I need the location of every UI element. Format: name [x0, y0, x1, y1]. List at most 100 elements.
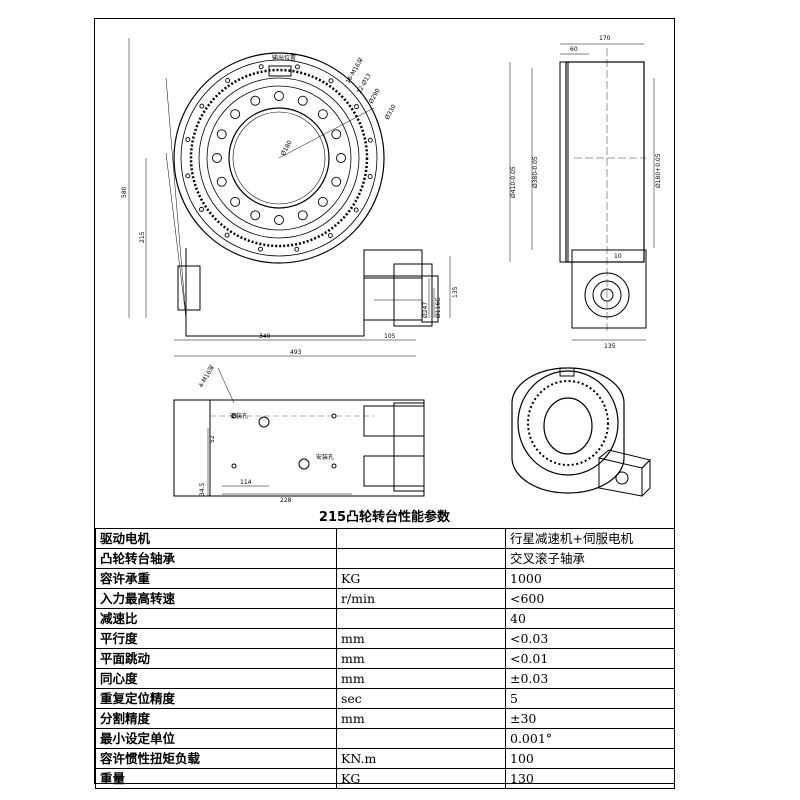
param-value: 5: [505, 688, 675, 709]
dim-bottom-114: 114: [240, 479, 252, 486]
mount-hole: [199, 103, 205, 109]
label-bottom-b: 安装孔: [316, 453, 334, 461]
param-unit: mm: [336, 628, 506, 649]
table-row: 减速比 40: [95, 608, 675, 629]
bolt-hole: [274, 91, 284, 101]
table-title: 215凸轮转台性能参数: [318, 510, 451, 525]
bolt-hole: [331, 129, 342, 140]
dim-side-d3: Ø180+0.05: [655, 153, 662, 188]
bolt-hole: [216, 129, 227, 140]
label-d2: Ø330: [384, 103, 398, 121]
param-name: 重复定位精度: [95, 688, 337, 709]
bottom-view-drawing: [173, 399, 425, 497]
param-value: 行星减速机+伺服电机: [505, 528, 675, 549]
param-value: <600: [505, 588, 675, 609]
mount-hole: [353, 207, 359, 213]
dim-side-flange: 60: [570, 46, 578, 53]
param-unit: [336, 608, 506, 629]
param-unit: r/min: [336, 588, 506, 609]
bolt-hole: [317, 196, 328, 207]
param-value: 100: [505, 748, 675, 769]
dim-side-d2: Ø380-0.05: [532, 156, 539, 188]
technical-drawing: 580 215 340 105 493 135 Ø116G Ø247 输出位置 …: [121, 35, 662, 504]
side-view-drawing: [559, 48, 647, 333]
dim-motor-d1: Ø116G: [435, 297, 442, 318]
param-unit: KG: [336, 768, 506, 789]
dim-height: 580: [121, 186, 128, 198]
dim-side-total: 170: [599, 35, 611, 42]
param-unit: [336, 528, 506, 549]
mount-hole: [294, 246, 300, 252]
bolt-hole: [331, 176, 342, 187]
mount-hole: [185, 173, 191, 179]
param-name: 分割精度: [95, 708, 337, 729]
mount-hole: [199, 206, 204, 212]
label-holes2: 12-Ø13: [356, 72, 373, 95]
param-unit: KN.m: [336, 748, 506, 769]
bolt-hole: [274, 215, 284, 225]
param-unit: mm: [336, 648, 506, 669]
param-value: ±0.03: [505, 668, 675, 689]
table-row: 驱动电机 行星减速机+伺服电机: [95, 528, 675, 549]
mount-hole: [185, 137, 191, 142]
mount-hole: [224, 232, 230, 238]
label-d1: Ø290: [368, 87, 382, 105]
param-name: 同心度: [95, 668, 337, 689]
dim-total-width: 493: [290, 349, 302, 356]
dim-bottom-34: 34.5: [199, 482, 206, 496]
mount-hole: [258, 64, 264, 70]
param-value: 0.001°: [505, 728, 675, 749]
mount-hole: [225, 78, 231, 83]
param-value: <0.01: [505, 648, 675, 669]
mount-hole: [258, 246, 263, 252]
param-value: <0.03: [505, 628, 675, 649]
mount-hole: [367, 174, 373, 179]
bolt-hole: [297, 95, 308, 106]
mount-hole: [295, 64, 300, 70]
bolt-hole: [297, 210, 308, 221]
front-view-dimensions: [128, 38, 451, 357]
param-value: 交叉滚子轴承: [505, 548, 675, 569]
dim-center-height: 215: [139, 231, 146, 243]
param-value: 40: [505, 608, 675, 629]
dim-width-body: 340: [259, 333, 271, 340]
param-unit: [336, 548, 506, 569]
param-name: 平行度: [95, 628, 337, 649]
table-row: 凸轮转台轴承 交叉滚子轴承: [95, 548, 675, 569]
mount-hole: [327, 233, 333, 238]
label-top: 输出位置: [272, 54, 296, 62]
side-view-dimensions: [509, 43, 655, 341]
label-inner: Ø180: [280, 139, 294, 157]
param-unit: [336, 728, 506, 749]
mount-hole: [354, 104, 359, 110]
param-name: 入力最高转速: [95, 588, 337, 609]
bolt-hole: [230, 109, 241, 120]
param-name: 容许惯性扭矩负载: [95, 748, 337, 769]
mount-hole: [367, 137, 373, 143]
bolt-hole: [317, 109, 328, 120]
bottom-view-dimensions: [207, 367, 352, 496]
dim-bottom-52: 52: [209, 435, 216, 443]
mount-hole: [328, 78, 334, 84]
isometric-view-drawing: [511, 367, 651, 497]
param-name: 容许承重: [95, 568, 337, 589]
front-view-drawing: [165, 52, 439, 337]
bolt-hole: [250, 210, 261, 221]
param-name: 减速比: [95, 608, 337, 629]
dim-side-motor-w: 135: [604, 343, 616, 350]
param-name: 驱动电机: [95, 528, 337, 549]
param-name: 凸轮转台轴承: [95, 548, 337, 569]
bolt-hole: [336, 153, 346, 163]
param-unit: KG: [336, 568, 506, 589]
